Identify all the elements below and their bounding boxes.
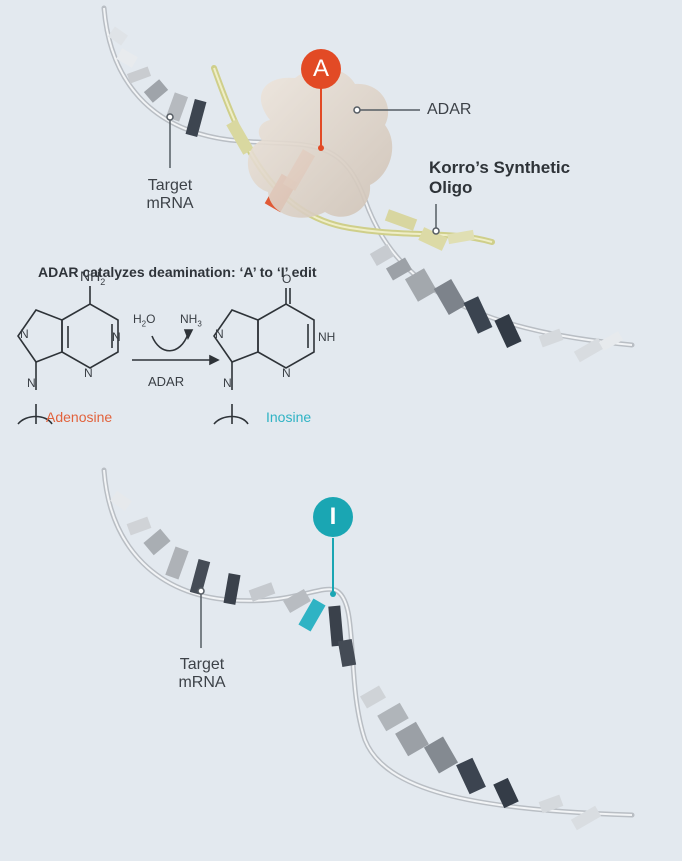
top-target-label: Target mRNA xyxy=(130,177,210,214)
adenosine-n2: N xyxy=(112,330,121,344)
amine-group: NH2 xyxy=(80,268,105,287)
amine-sub: 2 xyxy=(100,276,106,287)
inosine-label: Inosine xyxy=(266,409,312,425)
inosine-marker xyxy=(313,497,353,597)
ammonia-text: NH xyxy=(180,312,198,326)
top-target-line1: Target xyxy=(147,177,193,194)
oligo-strand xyxy=(211,65,495,251)
amine-text: NH xyxy=(80,268,101,284)
oligo-label-line2: Oligo xyxy=(429,177,473,197)
adenosine-n3: N xyxy=(84,366,93,380)
top-mrna-rungs xyxy=(126,66,624,363)
top-target-line2: mRNA xyxy=(146,195,194,213)
enzyme-label: ADAR xyxy=(148,374,185,389)
water-label: H2O xyxy=(133,312,155,328)
reaction-caption: ADAR catalyzes deamination: ‘A’ to ‘I’ e… xyxy=(38,264,317,280)
ammonia-sub: 3 xyxy=(197,319,202,329)
top-leaders xyxy=(166,106,440,235)
adenosine-n4: N xyxy=(27,376,36,390)
bottom-target-line1: Target xyxy=(179,656,225,673)
water-sub: 2 xyxy=(141,319,147,329)
marker-i-letter: I xyxy=(329,503,337,530)
adenosine-label: Adenosine xyxy=(46,409,113,425)
bottom-target-line2: mRNA xyxy=(178,674,226,692)
reaction-arrow xyxy=(132,329,220,366)
inosine-structure xyxy=(213,288,315,425)
adenosine-marker xyxy=(301,49,341,151)
inosine-nh: NH xyxy=(318,330,336,344)
top-mrna-strand xyxy=(101,5,635,363)
bottom-target-label: Target mRNA xyxy=(162,656,242,693)
marker-a-letter: A xyxy=(312,55,329,82)
water-h: H xyxy=(133,312,142,326)
adenosine-structure xyxy=(17,286,119,425)
oligo-label: Korro’s Synthetic Oligo xyxy=(429,158,570,197)
inosine-n1: N xyxy=(215,327,224,341)
adar-label: ADAR xyxy=(427,101,472,118)
oligo-label-line1: Korro’s Synthetic xyxy=(429,158,571,177)
inosine-n4: N xyxy=(223,376,232,390)
bottom-leaders xyxy=(197,587,205,648)
water-o: O xyxy=(146,312,156,326)
inosine-n3: N xyxy=(282,366,291,380)
bottom-mrna-strand xyxy=(101,467,635,831)
inosine-o: O xyxy=(282,272,292,286)
ammonia-label: NH3 xyxy=(180,312,202,328)
adenosine-n1: N xyxy=(20,327,29,341)
